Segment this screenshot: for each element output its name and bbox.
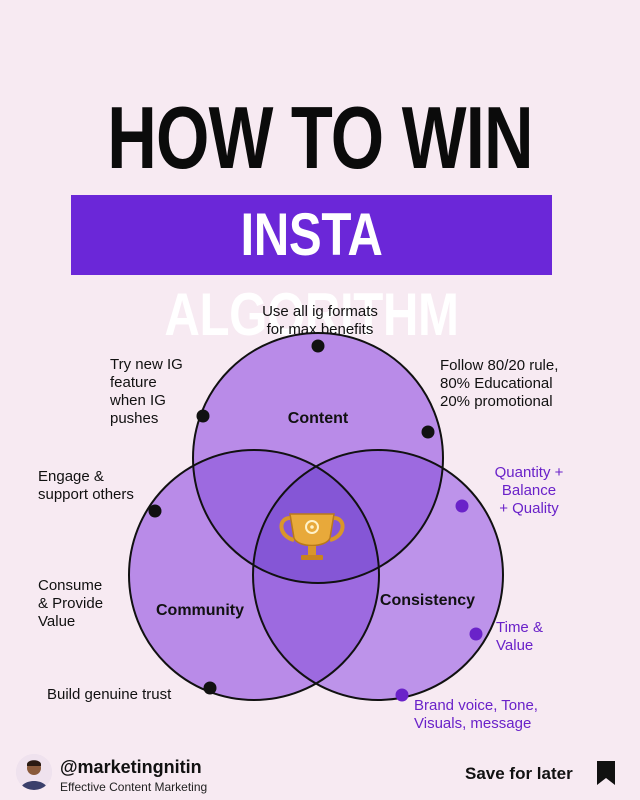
dot-time-value xyxy=(469,627,483,641)
label-engage: Engage &support others xyxy=(38,468,134,503)
content-circle-label: Content xyxy=(287,410,349,427)
community-circle-outline xyxy=(128,449,380,701)
label-trust: Build genuine trust xyxy=(47,686,172,703)
avatar[interactable] xyxy=(16,754,52,790)
author-handle[interactable]: @marketingnitin xyxy=(60,757,202,777)
save-for-later-button[interactable]: Save for later xyxy=(465,764,573,783)
consistency-circle-outline xyxy=(252,449,504,701)
content-circle-outline xyxy=(192,332,444,584)
dot-quantity xyxy=(455,499,469,513)
dot-formats xyxy=(311,339,325,353)
dot-rule xyxy=(421,425,435,439)
dot-engage xyxy=(148,504,162,518)
trophy-icon xyxy=(279,513,345,560)
title-highlight-box xyxy=(71,195,552,275)
dot-trust xyxy=(203,681,217,695)
author-subtitle: Effective Content Marketing xyxy=(60,780,208,794)
dot-new-feature xyxy=(196,409,210,423)
community-circle-label: Community xyxy=(156,602,244,619)
bookmark-icon[interactable] xyxy=(596,760,616,791)
label-time-value: Time &Value xyxy=(496,619,543,654)
consistency-circle-label: Consistency xyxy=(379,592,476,609)
dot-brand xyxy=(395,688,409,702)
label-brand: Brand voice, Tone,Visuals, message xyxy=(414,697,538,732)
title-line-1: HOW TO WIN xyxy=(107,88,533,187)
label-quantity: Quantity +Balance+ Quality xyxy=(494,464,564,517)
